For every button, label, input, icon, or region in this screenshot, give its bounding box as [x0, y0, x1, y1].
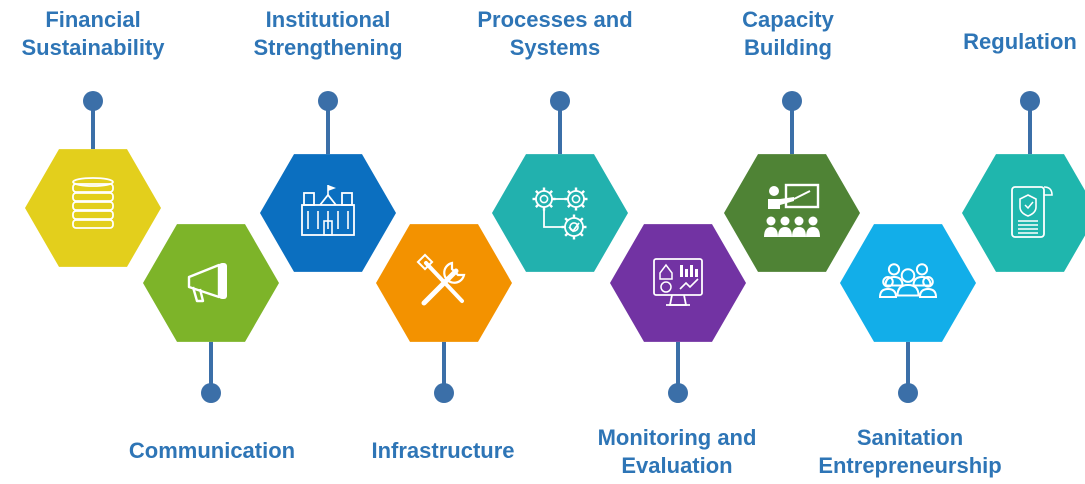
step-label-line: Capacity [742, 7, 834, 32]
building-icon [301, 185, 355, 236]
step-label-line: Institutional [265, 7, 391, 32]
connector-dot [782, 91, 802, 111]
diagram-step [840, 224, 976, 403]
step-label-line: Strengthening [253, 35, 403, 60]
hexagon [840, 224, 976, 342]
step-label-line: Evaluation [621, 453, 733, 478]
connector-dot [83, 91, 103, 111]
step-label-line: Building [744, 35, 832, 60]
hexagon [610, 224, 746, 342]
monitor-dashboard-icon [653, 258, 703, 306]
step-label-line: Entrepreneurship [818, 453, 1002, 478]
step-label: Infrastructure [371, 437, 514, 465]
connector-dot [318, 91, 338, 111]
process-gears-icon [532, 187, 588, 240]
diagram-step [962, 91, 1085, 272]
diagram-step [610, 224, 746, 403]
hexagon [143, 224, 279, 342]
step-label-line: Sustainability [21, 35, 165, 60]
diagram-step [260, 91, 396, 272]
connector-dot [898, 383, 918, 403]
step-label: Regulation [963, 28, 1077, 56]
hexagon [492, 154, 628, 272]
diagram-step [143, 224, 279, 403]
diagram-step [376, 224, 512, 403]
step-label-line: Sanitation [856, 425, 964, 450]
step-label-line: Communication [128, 438, 296, 463]
connector-dot [550, 91, 570, 111]
step-label-line: Systems [509, 35, 601, 60]
connector-dot [1020, 91, 1040, 111]
tools-icon [416, 253, 466, 306]
document-shield-icon [1011, 186, 1053, 238]
step-label-line: Monitoring and [597, 425, 757, 450]
step-label: Communication [129, 437, 295, 465]
megaphone-icon [187, 263, 227, 303]
people-group-icon [878, 263, 938, 298]
step-label-line: Processes and [477, 7, 633, 32]
hexagon [25, 149, 161, 267]
diagram-step [724, 91, 860, 272]
presentation-icon [764, 183, 820, 237]
connector-dot [201, 383, 221, 403]
diagram-step [492, 91, 628, 272]
step-label-line: Regulation [963, 29, 1077, 54]
connector-dot [668, 383, 688, 403]
coins-icon [72, 177, 114, 229]
hexagon [724, 154, 860, 272]
connector-dot [434, 383, 454, 403]
step-label-line: Infrastructure [371, 438, 515, 463]
diagram-step [25, 91, 161, 267]
step-label-line: Financial [45, 7, 141, 32]
